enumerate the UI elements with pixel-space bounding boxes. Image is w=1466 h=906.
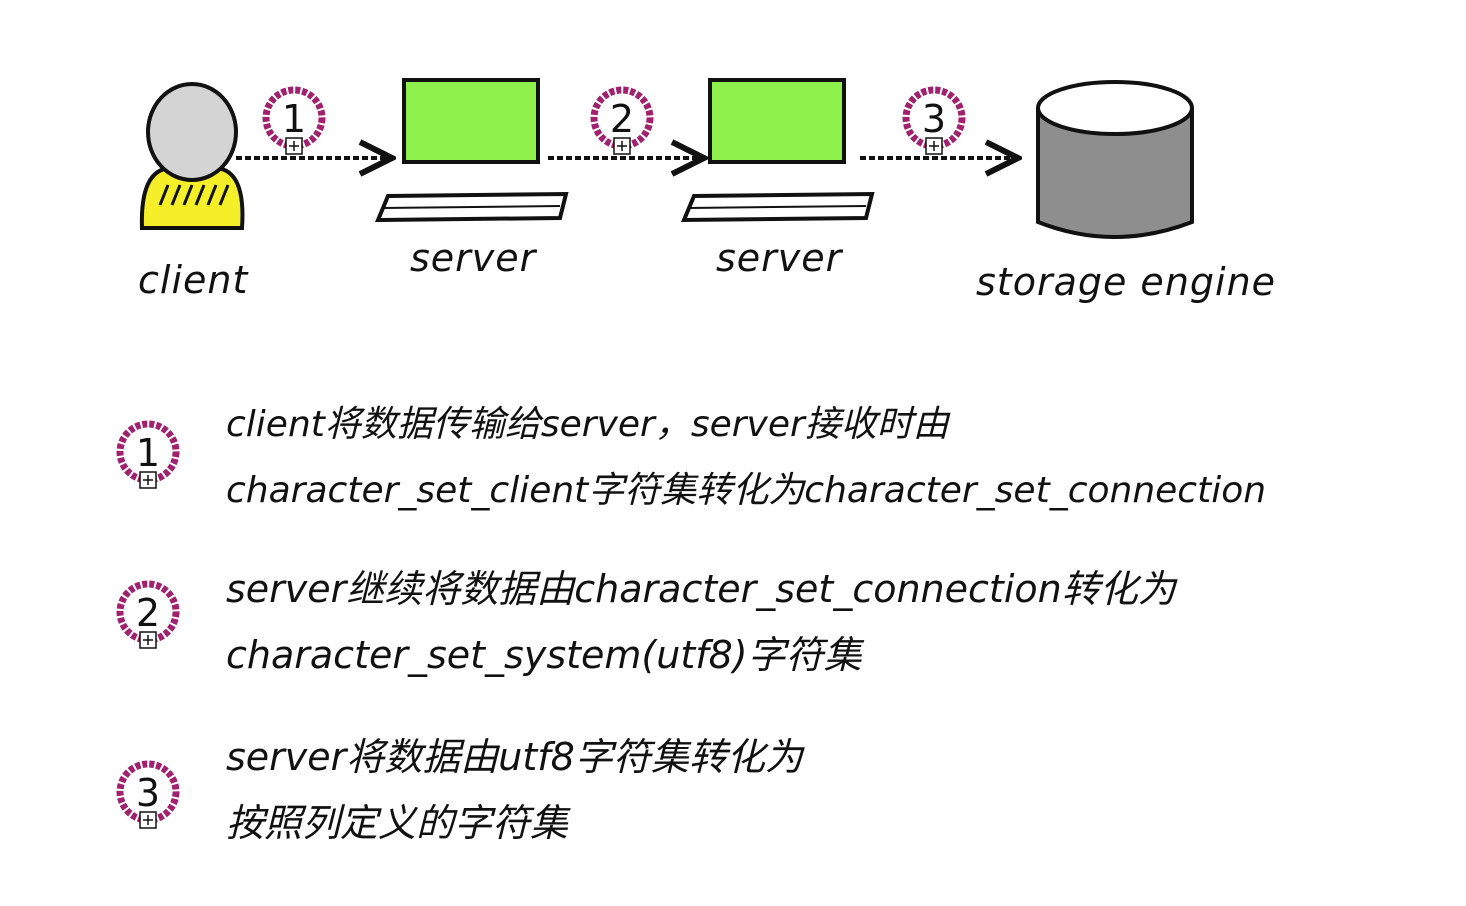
legend-number-1: 1 — [136, 431, 160, 475]
step-number-2: 2 — [610, 97, 634, 141]
legend-badge-2: 2 — [114, 578, 180, 649]
step-1-line-1: client将数据传输给server，server接收时由 — [226, 404, 949, 445]
legend-number-2: 2 — [136, 591, 160, 635]
server-icon-1 — [374, 78, 569, 223]
server-label-1: server — [410, 236, 537, 280]
step-3-line-1: server将数据由utf8字符集转化为 — [226, 735, 803, 779]
step-badge-3: 3 — [902, 86, 966, 155]
step-3-description: server将数据由utf8字符集转化为 按照列定义的字符集 — [226, 724, 803, 856]
step-2-line-2: character_set_system(utf8)字符集 — [226, 633, 862, 677]
server-icon-2 — [680, 78, 875, 223]
legend-badge-3: 3 — [114, 758, 180, 829]
step-badge-2: 2 — [590, 86, 654, 155]
step-2-description: server继续将数据由character_set_connection转化为 … — [226, 556, 1176, 688]
flow-diagram: 1 2 3 — [139, 78, 1194, 239]
step-number-1: 1 — [282, 97, 306, 141]
step-3-line-2: 按照列定义的字符集 — [226, 801, 569, 845]
step-number-3: 3 — [922, 97, 946, 141]
database-icon — [1036, 80, 1194, 239]
storage-engine-label: storage engine — [976, 260, 1277, 304]
step-badge-1: 1 — [262, 86, 326, 155]
legend-number-3: 3 — [136, 771, 160, 815]
client-label: client — [138, 258, 249, 302]
legend-badge-1: 1 — [114, 418, 180, 489]
client-icon — [139, 82, 245, 230]
step-1-description: client将数据传输给server，server接收时由 character_… — [226, 392, 1266, 524]
step-1-line-2: character_set_client字符集转化为character_set_… — [226, 470, 1267, 511]
step-2-line-1: server继续将数据由character_set_connection转化为 — [226, 567, 1176, 611]
server-label-2: server — [716, 236, 843, 280]
